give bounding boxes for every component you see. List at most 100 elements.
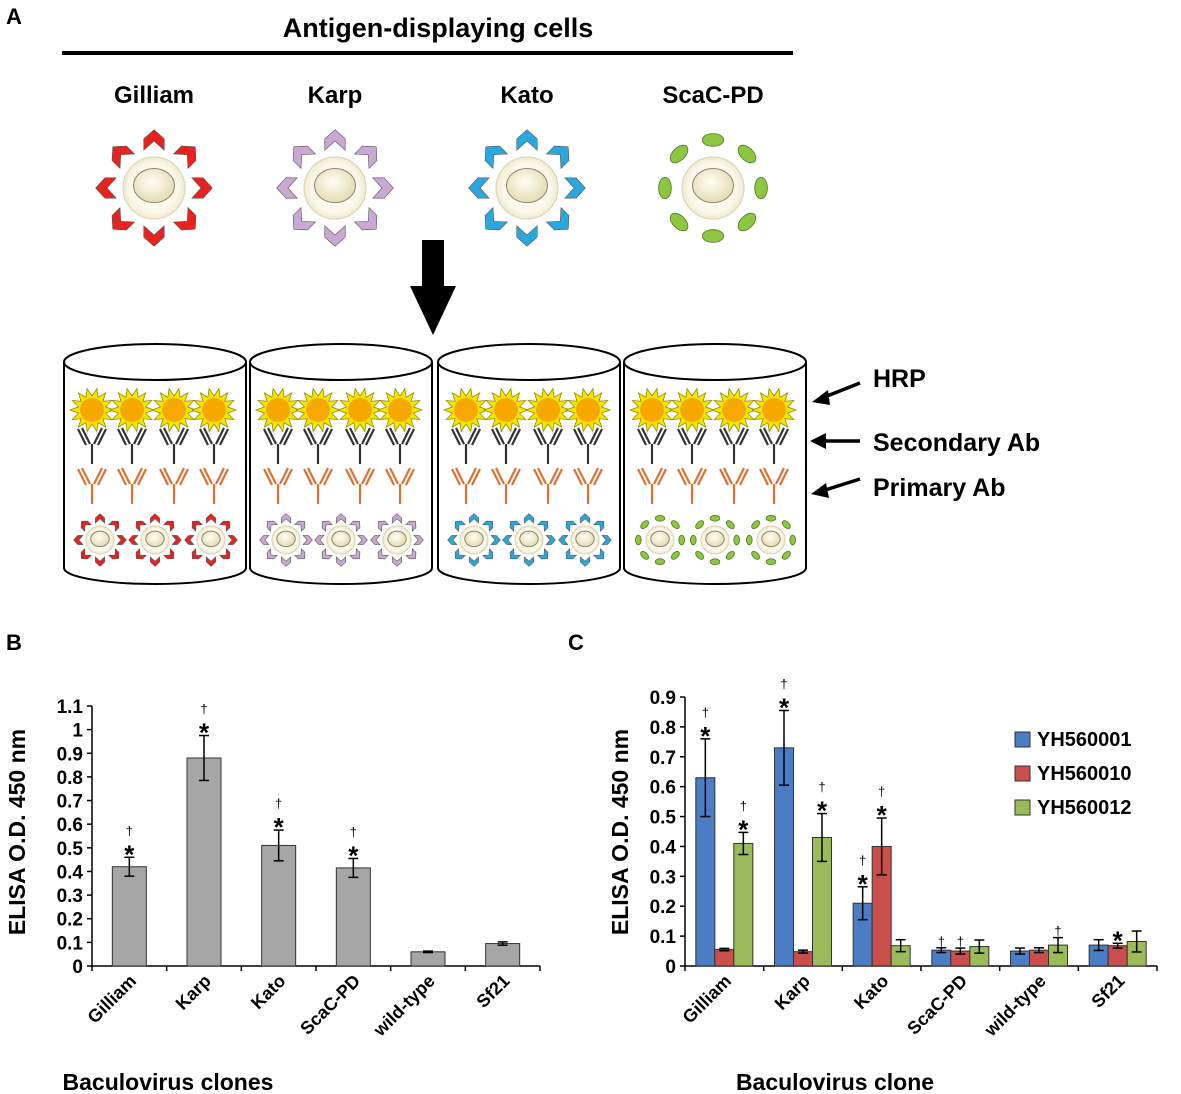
ab-arm [593, 428, 603, 446]
ab-arm [159, 468, 169, 486]
ab-arm [775, 427, 785, 445]
ab-arm [405, 468, 415, 486]
antigen-arrowhead [593, 520, 605, 532]
antigen-arrowhead [454, 520, 466, 532]
significance-star: * [274, 812, 285, 842]
antigen-arrowhead [537, 520, 549, 532]
antigen-ellipse [725, 520, 735, 530]
antigen-arrowhead [349, 520, 361, 532]
bar [485, 943, 521, 967]
antigen-ellipse [751, 520, 761, 530]
hrp-core [454, 398, 478, 422]
ab-arm [385, 428, 395, 446]
antigen-arrowhead [172, 145, 197, 170]
well-rim [63, 343, 247, 381]
primary-antibody [677, 467, 707, 504]
hrp-label: HRP [873, 365, 926, 393]
antigen-ellipse [701, 133, 725, 147]
ab-arm [653, 427, 663, 445]
antigen-arrowhead [227, 535, 238, 545]
hrp-core [576, 398, 600, 422]
significance-star: * [700, 721, 711, 751]
ab-arm [553, 428, 563, 446]
antigen-arrowhead [135, 520, 147, 532]
cell-nucleus [133, 167, 175, 204]
antigen-arrowhead [484, 206, 509, 231]
antigen-arrowhead [294, 520, 306, 532]
ab-arm [573, 428, 583, 446]
antigen-arrowhead [80, 520, 92, 532]
antigen-arrowhead [469, 513, 479, 524]
ab-arm [763, 427, 773, 445]
bar [335, 867, 371, 967]
antigen-arrowhead [601, 535, 612, 545]
ab-arm [163, 467, 173, 485]
ab-arm [467, 427, 477, 445]
antigen-arrowhead [482, 520, 494, 532]
well-cell [447, 513, 501, 567]
antigen-arrowhead [206, 556, 216, 567]
significance-star: * [779, 692, 790, 722]
well-cell [370, 513, 424, 567]
antigen-arrowhead [266, 520, 278, 532]
ab-arm [93, 427, 103, 445]
y-tick-label: 0.4 [650, 837, 677, 858]
antigen-arrowhead [336, 556, 346, 567]
y-tick-label: 0 [665, 957, 676, 978]
ab-arm [199, 468, 209, 486]
antigen-arrowhead [324, 129, 346, 151]
antigen-arrowhead [545, 535, 556, 545]
ab-arm [159, 428, 169, 446]
cell-nucleus [276, 530, 296, 548]
ab-arm [215, 467, 225, 485]
primary-antibody [303, 467, 333, 504]
antigen-arrowhead [135, 548, 147, 560]
hrp-enzyme [442, 387, 490, 433]
secondary-ab-label: Secondary Ab [873, 429, 1040, 457]
x-tick-label: Gilliam [679, 971, 736, 1028]
y-tick-label: 0.3 [650, 867, 676, 888]
hrp-core [388, 398, 412, 422]
panel-label-a: A [6, 4, 22, 29]
ab-arm [511, 428, 521, 446]
significance-dagger: † [126, 823, 133, 838]
antigen-arrowhead [163, 548, 175, 560]
hrp-core [162, 398, 186, 422]
secondary-arrowhead [810, 433, 826, 449]
antigen-arrowhead [259, 535, 270, 545]
bar [410, 951, 446, 967]
ab-arm [77, 428, 87, 446]
legend-swatch [1014, 799, 1031, 816]
primary-antibody [491, 467, 521, 504]
ab-arm [319, 427, 329, 445]
antigen-arrowhead [143, 225, 165, 247]
chart-c-xlabel: Baculovirus clone [736, 1069, 934, 1094]
x-tick-label: wild-type [980, 971, 1050, 1041]
antigen-ellipse [733, 534, 740, 546]
antigen-arrowhead [73, 535, 84, 545]
y-tick-label: 0.9 [57, 744, 83, 765]
ab-arm [657, 468, 667, 486]
antigen-arrowhead [405, 548, 417, 560]
hrp-enzyme [628, 387, 676, 433]
cell-gilliam [95, 129, 213, 247]
well-rim [249, 343, 433, 381]
cell-nucleus [387, 530, 407, 548]
antigen-arrowhead [545, 145, 570, 170]
y-tick-label: 0 [72, 957, 83, 978]
x-tick-label: Karp [172, 971, 215, 1014]
cell-nucleus [650, 530, 670, 548]
antigen-arrowhead [184, 535, 195, 545]
antigen-arrowhead [171, 535, 182, 545]
antigen-arrowhead [405, 520, 417, 532]
primary-antibody [159, 467, 189, 504]
antigen-arrowhead [276, 177, 298, 199]
antigen-ellipse [751, 550, 761, 560]
antigen-arrowhead [580, 556, 590, 567]
legend-swatch [1014, 765, 1031, 782]
ab-arm [577, 427, 587, 445]
ab-arm [637, 428, 647, 446]
ab-arm [121, 427, 131, 445]
antigen-arrowhead [565, 520, 577, 532]
antigen-arrowhead [469, 556, 479, 567]
